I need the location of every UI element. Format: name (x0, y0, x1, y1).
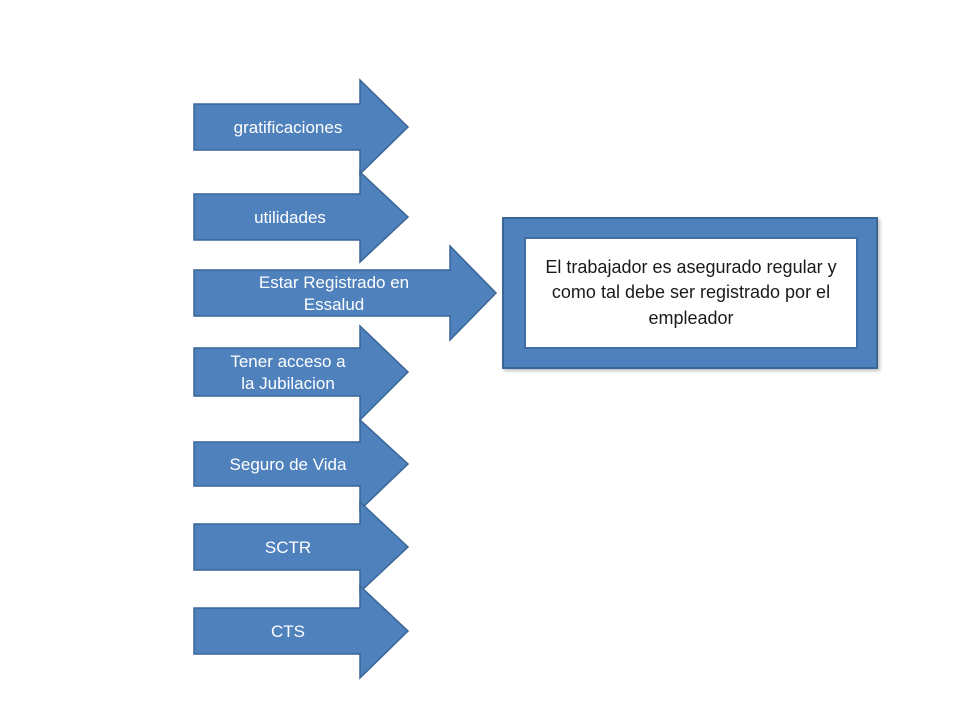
arrow-label: gratificaciones (234, 118, 343, 137)
arrow-shape (193, 78, 410, 176)
arrow-shape (193, 170, 410, 264)
arrow-jubilacion: Tener acceso a la Jubilacion (193, 324, 410, 422)
arrow-sctr: SCTR (193, 500, 410, 594)
arrow-label: Seguro de Vida (230, 455, 347, 474)
arrow-label: SCTR (265, 538, 311, 557)
arrow-label: Tener acceso a (230, 352, 346, 371)
arrow-utilidades: utilidades (193, 170, 410, 264)
arrow-label: utilidades (254, 208, 326, 227)
arrow-shape (193, 324, 410, 422)
arrow-shape (193, 584, 410, 680)
arrow-label: Estar Registrado en (259, 273, 409, 292)
arrow-seguro-vida: Seguro de Vida (193, 418, 410, 512)
arrow-shape (193, 500, 410, 594)
arrow-cts: CTS (193, 584, 410, 680)
info-panel-inner: El trabajador es asegurado regular y com… (524, 237, 858, 349)
arrow-shape (193, 244, 498, 342)
arrow-label: la Jubilacion (241, 374, 335, 393)
arrow-label: CTS (271, 622, 305, 641)
arrow-gratificaciones: gratificaciones (193, 78, 410, 176)
arrow-essalud: Estar Registrado en Essalud (193, 244, 498, 342)
info-panel: El trabajador es asegurado regular y com… (502, 217, 878, 369)
info-panel-text: El trabajador es asegurado regular y com… (545, 256, 837, 328)
arrow-shape (193, 418, 410, 512)
arrow-label: Essalud (304, 295, 364, 314)
